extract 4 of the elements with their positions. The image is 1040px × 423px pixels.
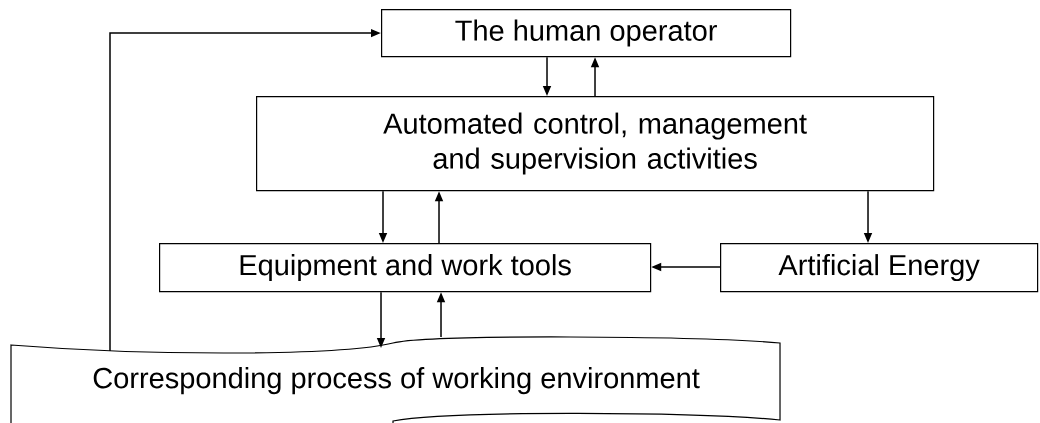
process-box: Artificial Energy [720,243,1039,293]
process-box: Automated control, management and supervision activities [256,96,935,192]
process-box: Equipment and work tools [159,243,652,293]
process-box: The human operator [381,9,792,58]
